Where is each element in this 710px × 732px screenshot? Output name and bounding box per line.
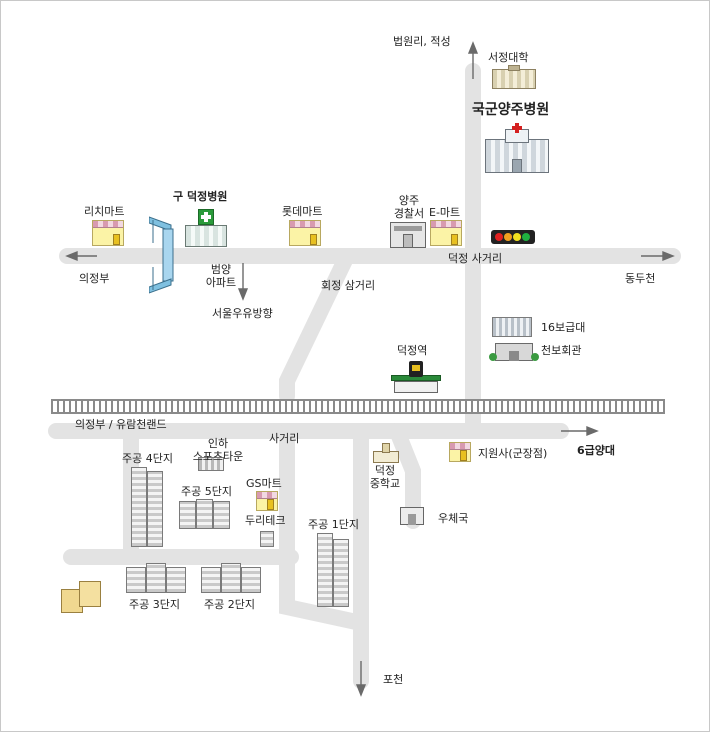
label-beomyang-apt: 범양 아파트 bbox=[205, 263, 237, 289]
label-uijeongbu-yurim: 의정부 / 유람천랜드 bbox=[75, 418, 167, 431]
label-inha-sports: 인하 스포츠타운 bbox=[192, 437, 244, 463]
label-deokjeong-ms: 덕정 중학교 bbox=[369, 464, 401, 490]
road-hoejeong bbox=[279, 248, 355, 404]
railway bbox=[51, 399, 665, 414]
label-deokjeong-intersection: 덕정 사거리 bbox=[448, 252, 503, 265]
apartment-icon bbox=[317, 533, 351, 607]
apartment-icon bbox=[198, 457, 224, 471]
label-jugong-5: 주공 5단지 bbox=[181, 485, 232, 498]
label-gs-mart: GS마트 bbox=[246, 477, 282, 490]
label-hoejeong: 회정 삼거리 bbox=[321, 279, 376, 292]
label-cheonbo-hall: 천보회관 bbox=[541, 344, 582, 357]
label-beopwon: 법원리, 적성 bbox=[393, 35, 451, 48]
label-seoul-milk: 서울우유방향 bbox=[212, 307, 273, 320]
hospital-icon bbox=[485, 123, 549, 173]
apartment-icon bbox=[179, 499, 231, 529]
label-richi-mart: 리치마트 bbox=[84, 205, 125, 218]
apartment-icon bbox=[131, 467, 165, 547]
mart-icon bbox=[256, 491, 278, 511]
traffic-light-icon bbox=[491, 230, 535, 244]
apartment-icon bbox=[260, 531, 274, 547]
apartment-icon bbox=[201, 563, 261, 593]
hall-icon bbox=[489, 339, 539, 361]
hospital-icon bbox=[185, 207, 227, 247]
label-jugong-1: 주공 1단지 bbox=[308, 518, 359, 531]
road-pocheon bbox=[279, 423, 369, 689]
label-army-hospital: 국군양주병원 bbox=[472, 102, 550, 118]
police-icon bbox=[390, 222, 426, 248]
apartment-icon bbox=[126, 563, 186, 593]
mart-icon bbox=[289, 220, 321, 246]
label-old-hospital: 구 덕정병원 bbox=[173, 190, 228, 203]
school-icon bbox=[373, 443, 399, 463]
road-school bbox=[389, 423, 421, 529]
label-16-supply: 16보급대 bbox=[541, 321, 586, 334]
label-jugong-3: 주공 3단지 bbox=[129, 598, 180, 611]
mart-icon bbox=[430, 220, 462, 246]
overpass-icon bbox=[149, 216, 174, 294]
label-dongducheon: 동두천 bbox=[625, 272, 656, 285]
label-seojeong-univ: 서정대학 bbox=[488, 51, 529, 64]
label-pocheon: 포천 bbox=[383, 673, 404, 686]
label-police: 양주 경찰서 bbox=[393, 194, 425, 220]
station-icon bbox=[391, 361, 441, 393]
label-jiwonsa: 지원사(군장점) bbox=[478, 447, 548, 460]
label-6-brigade: 6급양대 bbox=[577, 444, 616, 457]
label-uijeongbu: 의정부 bbox=[79, 272, 110, 285]
apartment-icon bbox=[492, 317, 532, 337]
label-post-office: 우체국 bbox=[438, 512, 469, 525]
label-e-mart: E-마트 bbox=[429, 206, 461, 219]
warehouse-icon bbox=[61, 581, 103, 613]
mart-icon bbox=[449, 442, 471, 462]
label-sageori: 사거리 bbox=[269, 432, 300, 445]
label-jugong-2: 주공 2단지 bbox=[204, 598, 255, 611]
label-duri-tech: 두리테크 bbox=[245, 514, 286, 527]
label-jugong-4: 주공 4단지 bbox=[122, 452, 173, 465]
label-station: 덕정역 bbox=[397, 344, 428, 357]
university-icon bbox=[492, 65, 536, 89]
mart-icon bbox=[92, 220, 124, 246]
post-office-icon bbox=[400, 507, 424, 525]
label-lotte-mart: 롯데마트 bbox=[282, 205, 323, 218]
